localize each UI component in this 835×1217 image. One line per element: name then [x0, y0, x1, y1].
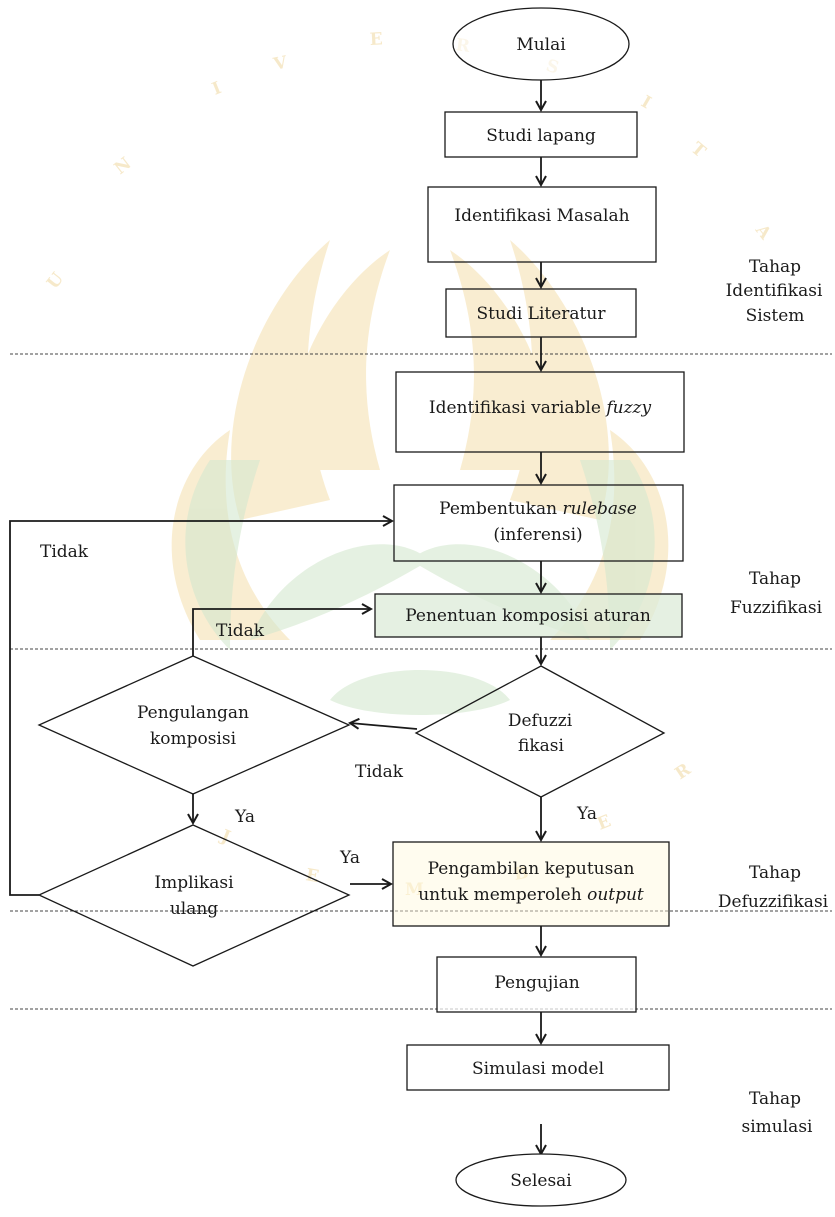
watermark-letter: E	[304, 865, 320, 887]
label-rulebase-line2: (inferensi)	[493, 525, 582, 545]
label-keputusan-line1: Pengambilan keputusan	[428, 859, 635, 879]
edge-label-tidak-komposisi: Tidak	[216, 621, 265, 641]
node-studi-literatur: Studi Literatur	[445, 288, 637, 338]
node-studi-lapang: Studi lapang	[444, 111, 638, 158]
edge-label-ya-defuzz: Ya	[576, 804, 597, 824]
label-implikasi-line1: Implikasi	[154, 873, 234, 893]
label-defuzz-line2: fikasi	[518, 736, 564, 756]
stage-defuzzifikasi-line2: Defuzzifikasi	[718, 892, 829, 912]
label-identifikasi-masalah: Identifikasi Masalah	[454, 206, 629, 226]
node-simulasi-model: Simulasi model	[406, 1044, 670, 1091]
watermark-letter: N	[111, 154, 136, 179]
label-mulai: Mulai	[516, 35, 566, 55]
process-box	[392, 841, 670, 927]
decision-diamond	[414, 665, 666, 798]
label-text: untuk memperoleh	[418, 885, 587, 905]
edge-label-ya-pengulangan: Ya	[234, 807, 255, 827]
edge-labels: Tidak Tidak Tidak Ya Ya Ya	[40, 542, 597, 868]
arrow-defuzz-pengulangan	[350, 723, 418, 730]
stage-simulasi-line2: simulasi	[742, 1117, 814, 1137]
edge-label-tidak-defuzz: Tidak	[355, 762, 404, 782]
stage-labels: Tahap Identifikasi Sistem Tahap Fuzzifik…	[718, 257, 829, 1137]
stage-simulasi: Tahap simulasi	[742, 1089, 814, 1137]
stage-identifikasi-line1: Tahap	[749, 257, 801, 277]
watermark-letter: V	[271, 52, 290, 75]
watermark-letter: I	[638, 92, 655, 113]
process-box	[444, 111, 638, 158]
stage-fuzzifikasi-line1: Tahap	[749, 569, 801, 589]
arrow-pengulangan-komposisi	[192, 609, 371, 656]
label-rulebase-line1: Pembentukan rulebase	[439, 499, 637, 519]
watermark-letter: U	[43, 269, 68, 293]
terminator-end	[455, 1153, 627, 1207]
label-pengulangan-line1: Pengulangan	[137, 703, 249, 723]
arrow-implikasi-rulebase	[9, 521, 392, 896]
stage-defuzzifikasi-line1: Tahap	[749, 863, 801, 883]
node-identifikasi-masalah: Identifikasi Masalah	[427, 186, 657, 263]
watermark-letter: M	[405, 880, 424, 900]
stage-fuzzifikasi-line2: Fuzzifikasi	[730, 598, 823, 618]
stage-fuzzifikasi: Tahap Fuzzifikasi	[730, 569, 823, 618]
node-pengujian: Pengujian	[436, 956, 637, 1013]
label-pengulangan-line2: komposisi	[150, 729, 237, 749]
watermark-leaves	[185, 460, 655, 715]
terminator-start	[452, 7, 630, 81]
edge-label-tidak-rulebase: Tidak	[40, 542, 89, 562]
decision-diamond	[37, 655, 351, 795]
edge-label-ya-implikasi: Ya	[339, 848, 360, 868]
label-implikasi-line2: ulang	[170, 899, 218, 919]
watermark-letter: R	[672, 759, 696, 784]
label-selesai: Selesai	[510, 1171, 572, 1191]
process-box	[374, 593, 683, 638]
node-komposisi-aturan: Penentuan komposisi aturan	[374, 593, 683, 638]
watermark-arc-top: U N I V E R S I T A	[43, 29, 775, 293]
label-italic: output	[587, 885, 644, 905]
process-box	[395, 371, 685, 453]
stage-dividers	[10, 353, 832, 1010]
label-text: Identifikasi variable	[429, 398, 606, 418]
process-box	[393, 484, 684, 562]
stage-defuzzifikasi: Tahap Defuzzifikasi	[718, 863, 829, 912]
watermark-letter: B	[512, 863, 530, 885]
label-identifikasi-variabel: Identifikasi variable fuzzy	[429, 398, 652, 418]
label-italic: rulebase	[562, 499, 636, 519]
decision-diamond	[37, 824, 351, 967]
university-watermark: U N I V E R S I T A J E M B E R	[43, 29, 775, 900]
node-defuzzifikasi: Defuzzi fikasi	[414, 665, 666, 798]
node-rulebase: Pembentukan rulebase (inferensi)	[393, 484, 684, 562]
stage-simulasi-line1: Tahap	[749, 1089, 801, 1109]
stage-identifikasi: Tahap Identifikasi Sistem	[726, 257, 823, 326]
stage-identifikasi-line3: Sistem	[746, 306, 805, 326]
watermark-emblem	[171, 240, 669, 640]
process-box	[436, 956, 637, 1013]
label-italic: fuzzy	[604, 398, 651, 418]
label-keputusan-line2: untuk memperoleh output	[418, 885, 644, 905]
label-simulasi-model: Simulasi model	[472, 1059, 604, 1079]
node-identifikasi-variabel: Identifikasi variable fuzzy	[395, 371, 685, 453]
watermark-letter: A	[750, 220, 775, 244]
label-studi-lapang: Studi lapang	[486, 126, 596, 146]
label-text: Pembentukan	[439, 499, 562, 519]
node-pengulangan: Pengulangan komposisi	[37, 655, 351, 795]
process-box	[445, 288, 637, 338]
watermark-letter: T	[687, 139, 710, 163]
label-defuzz-line1: Defuzzi	[508, 711, 573, 731]
node-mulai: Mulai	[452, 7, 630, 81]
node-implikasi: Implikasi ulang	[37, 824, 351, 967]
label-pengujian: Pengujian	[494, 973, 579, 993]
watermark-letter: I	[209, 78, 224, 100]
process-box	[406, 1044, 670, 1091]
connectors	[9, 80, 541, 1154]
stage-identifikasi-line2: Identifikasi	[726, 281, 823, 301]
process-box	[427, 186, 657, 263]
node-keputusan: Pengambilan keputusan untuk memperoleh o…	[392, 841, 670, 927]
label-komposisi-aturan: Penentuan komposisi aturan	[405, 606, 651, 626]
node-selesai: Selesai	[455, 1153, 627, 1207]
label-studi-literatur: Studi Literatur	[477, 304, 607, 324]
watermark-letter: E	[594, 811, 614, 834]
watermark-letter: E	[369, 29, 383, 50]
